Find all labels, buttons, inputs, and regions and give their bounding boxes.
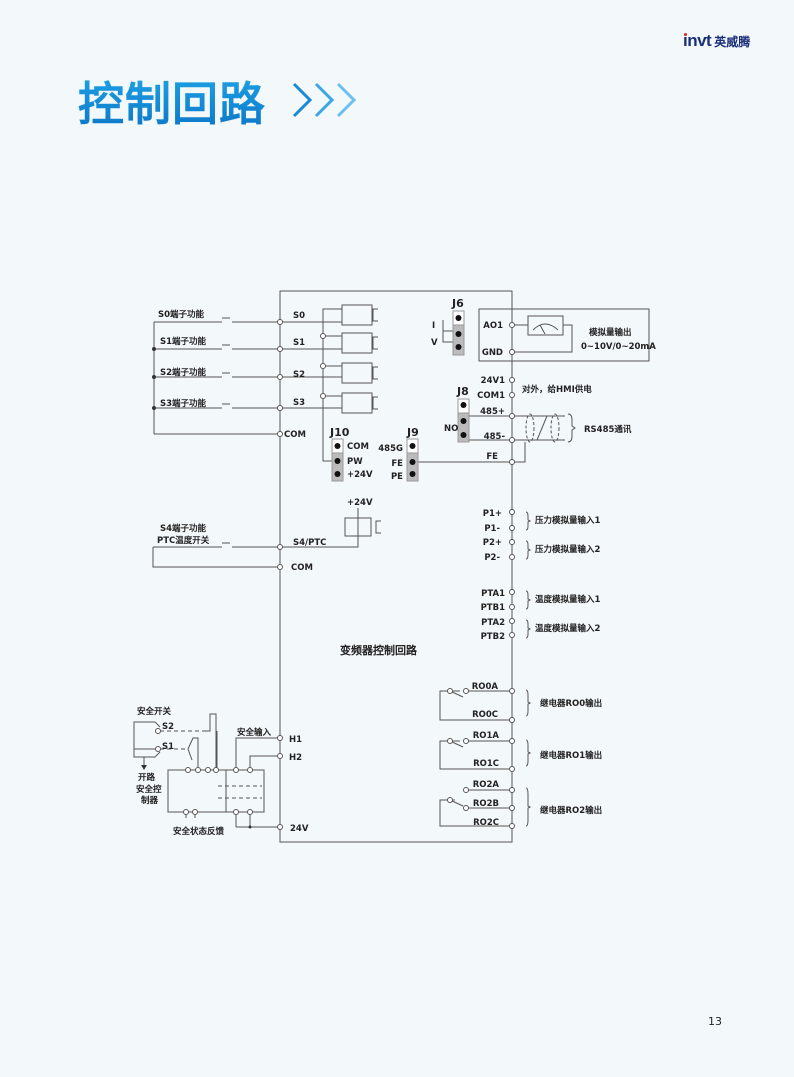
safety-ctrl-line2: 安全控 — [136, 784, 162, 795]
relay0-note: 继电器RO0输出 — [540, 698, 602, 709]
24v-terminal: 24V — [290, 824, 309, 834]
hmi-power-note: 对外，给HMI供电 — [522, 384, 592, 395]
rs485-note: RS485通讯 — [584, 424, 632, 435]
s1-terminal: S1 — [293, 338, 305, 348]
pta2-terminal: PTA2 — [481, 618, 505, 628]
j6-label: J6 — [451, 297, 464, 310]
ro0c-terminal: RO0C — [472, 710, 498, 720]
j6-v-label: V — [431, 338, 438, 348]
analog-out-note: 模拟量输出 — [589, 327, 632, 338]
p1p-terminal: P1+ — [483, 509, 502, 519]
com-terminal: COM — [284, 430, 306, 440]
safety-ctrl-line1: 开路 — [138, 772, 156, 783]
jumper-j9 — [406, 438, 419, 482]
pta1-terminal: PTA1 — [481, 589, 505, 599]
logo-en: invt — [683, 31, 712, 50]
page-title: 控制回路 — [78, 68, 266, 134]
logo-cn: 英威腾 — [714, 35, 751, 49]
j8-label: J8 — [456, 385, 469, 398]
j9-pin-485g: 485G — [378, 444, 403, 454]
safety-s1-label: S1 — [162, 742, 174, 752]
relay2-note: 继电器RO2输出 — [540, 805, 602, 816]
safety-feedback-label: 安全状态反馈 — [173, 826, 225, 837]
j10-label: J10 — [329, 426, 350, 439]
jumper-j10 — [331, 438, 344, 482]
s0-func-label: S0端子功能 — [158, 309, 205, 320]
s2-func-label: S2端子功能 — [160, 367, 207, 378]
s2-terminal: S2 — [293, 370, 305, 380]
s4-func-label: S4端子功能 — [160, 523, 207, 534]
safety-s2-label: S2 — [162, 722, 174, 732]
chevrons-icon — [292, 82, 357, 118]
j10-pin-24v: +24V — [347, 470, 373, 480]
j9-pin-fe: FE — [391, 459, 403, 469]
485n-terminal: 485- — [484, 432, 506, 442]
s0-terminal: S0 — [293, 311, 305, 321]
optocouplers — [341, 304, 378, 414]
relay1-note: 继电器RO1输出 — [540, 750, 602, 761]
page-number: 13 — [708, 1015, 722, 1028]
p1n-terminal: P1- — [484, 524, 500, 534]
ptb1-terminal: PTB1 — [481, 603, 506, 613]
s3-func-label: S3端子功能 — [160, 398, 207, 409]
center-label: 变频器控制回路 — [340, 643, 418, 657]
485p-terminal: 485+ — [480, 407, 505, 417]
s1-func-label: S1端子功能 — [160, 336, 207, 347]
s3-terminal: S3 — [293, 398, 305, 408]
fe-terminal: FE — [486, 452, 498, 462]
ro2a-terminal: RO2A — [473, 780, 500, 790]
ptc-switch-label: PTC温度开关 — [157, 535, 210, 546]
h2-terminal: H2 — [289, 753, 302, 763]
gnd-terminal: GND — [482, 348, 503, 358]
j10-pin-com: COM — [347, 442, 369, 452]
ro0a-terminal: RO0A — [472, 682, 499, 692]
ro1a-terminal: RO1A — [473, 731, 500, 741]
ro1c-terminal: RO1C — [473, 759, 499, 769]
com2-terminal: COM — [291, 563, 313, 573]
j9-label: J9 — [406, 426, 419, 439]
analog-range-note: 0~10V/0~20mA — [581, 342, 656, 352]
ro2b-terminal: RO2B — [473, 799, 499, 809]
pressure2-note: 压力模拟量输入2 — [535, 544, 601, 555]
h1-terminal: H1 — [289, 735, 302, 745]
p2p-terminal: P2+ — [483, 538, 502, 548]
brand-logo: invt 英威腾 — [683, 31, 750, 51]
j9-pin-pe: PE — [391, 472, 403, 482]
p2n-terminal: P2- — [484, 553, 500, 563]
jumper-j8 — [457, 398, 470, 443]
pressure1-note: 压力模拟量输入1 — [535, 515, 601, 526]
j6-i-label: I — [432, 321, 435, 331]
24v1-terminal: 24V1 — [481, 376, 505, 386]
safety-ctrl-line3: 制器 — [141, 795, 159, 806]
safety-input-label: 安全输入 — [237, 727, 272, 738]
com1-terminal: COM1 — [477, 391, 505, 401]
arrow-down-icon — [141, 765, 147, 770]
plus24v-label: +24V — [347, 498, 373, 508]
j8-no-label: NO — [444, 424, 458, 434]
ptb2-terminal: PTB2 — [481, 632, 506, 642]
j10-pin-pw: PW — [347, 457, 363, 467]
safety-switch-label: 安全开关 — [137, 706, 172, 717]
s4ptc-terminal: S4/PTC — [293, 538, 326, 548]
temp1-note: 温度模拟量输入1 — [535, 594, 601, 605]
jumper-j6 — [452, 310, 465, 356]
ao1-terminal: AO1 — [483, 321, 503, 331]
temp2-note: 温度模拟量输入2 — [535, 623, 601, 634]
ro2c-terminal: RO2C — [473, 818, 499, 828]
